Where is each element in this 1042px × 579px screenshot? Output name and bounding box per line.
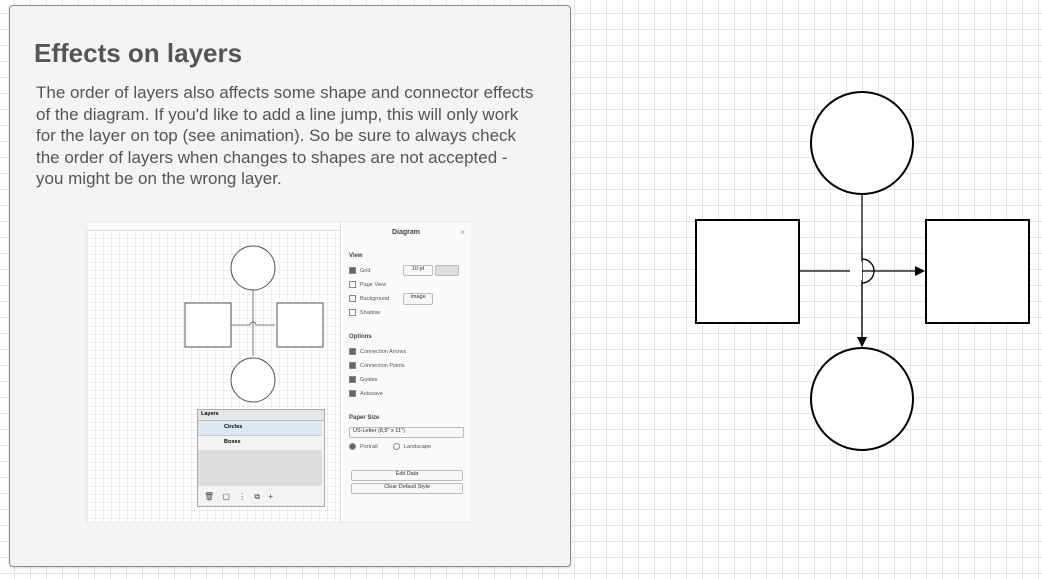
screenshot-ruler <box>87 222 339 231</box>
layer-name-top: Circles <box>224 424 243 430</box>
layers-toolbar[interactable]: 🗑 ▢ ⋮ ⧉ + <box>204 492 276 501</box>
layers-title: Layers <box>201 411 219 417</box>
screenshot-diagram <box>184 245 324 403</box>
box-left[interactable] <box>695 219 800 324</box>
guides-option[interactable]: Guides <box>349 376 377 383</box>
tutorial-card: Effects on layers The order of layers al… <box>9 5 571 567</box>
edit-data-button[interactable]: Edit Data <box>351 470 463 481</box>
tutorial-body: The order of layers also affects some sh… <box>36 83 534 189</box>
background-option[interactable]: Background <box>349 295 389 302</box>
connection-points-option[interactable]: Connection Points <box>349 362 405 369</box>
panel-title: Diagram <box>391 229 420 236</box>
circle-top[interactable] <box>810 91 914 195</box>
autosave-option[interactable]: Autosave <box>349 390 383 397</box>
screenshot-canvas: Layers Circles Boxes 🗑 ▢ ⋮ ⧉ + <box>87 222 339 522</box>
paper-size-select[interactable]: US-Letter (8,5" x 11") <box>349 427 464 438</box>
page-view-option[interactable]: Page View <box>349 281 386 288</box>
view-heading: View <box>349 253 363 259</box>
portrait-option[interactable]: Portrait <box>349 443 378 450</box>
shadow-option[interactable]: Shadow <box>349 309 380 316</box>
close-icon[interactable]: × <box>460 228 465 237</box>
layers-dialog: Layers Circles Boxes 🗑 ▢ ⋮ ⧉ + <box>197 409 325 507</box>
layer-row-top[interactable]: Circles <box>198 421 322 436</box>
image-button[interactable]: Image <box>403 293 433 305</box>
mini-box-right <box>276 302 324 348</box>
format-panel: Diagram × View Grid 10 pt Page View Back… <box>340 222 471 522</box>
landscape-option[interactable]: Landscape <box>393 443 431 450</box>
layers-header: Layers <box>198 410 324 421</box>
mini-circle-bottom <box>230 357 276 403</box>
grid-color-button[interactable] <box>435 265 459 276</box>
box-right[interactable] <box>925 219 1030 324</box>
connection-arrows-option[interactable]: Connection Arrows <box>349 348 406 355</box>
tutorial-title: Effects on layers <box>34 38 243 68</box>
paper-size-heading: Paper Size <box>349 415 380 421</box>
grid-size-input[interactable]: 10 pt <box>403 265 433 276</box>
options-heading: Options <box>349 334 372 340</box>
layer-name-bottom: Boxes <box>224 439 241 445</box>
circle-bottom[interactable] <box>810 347 914 451</box>
layers-empty-area <box>198 450 322 486</box>
clear-default-style-button[interactable]: Clear Default Style <box>351 483 463 494</box>
mini-box-left <box>184 302 232 348</box>
grid-option[interactable]: Grid <box>349 267 370 274</box>
animation-screenshot: Layers Circles Boxes 🗑 ▢ ⋮ ⧉ + Diagram ×… <box>86 221 471 523</box>
